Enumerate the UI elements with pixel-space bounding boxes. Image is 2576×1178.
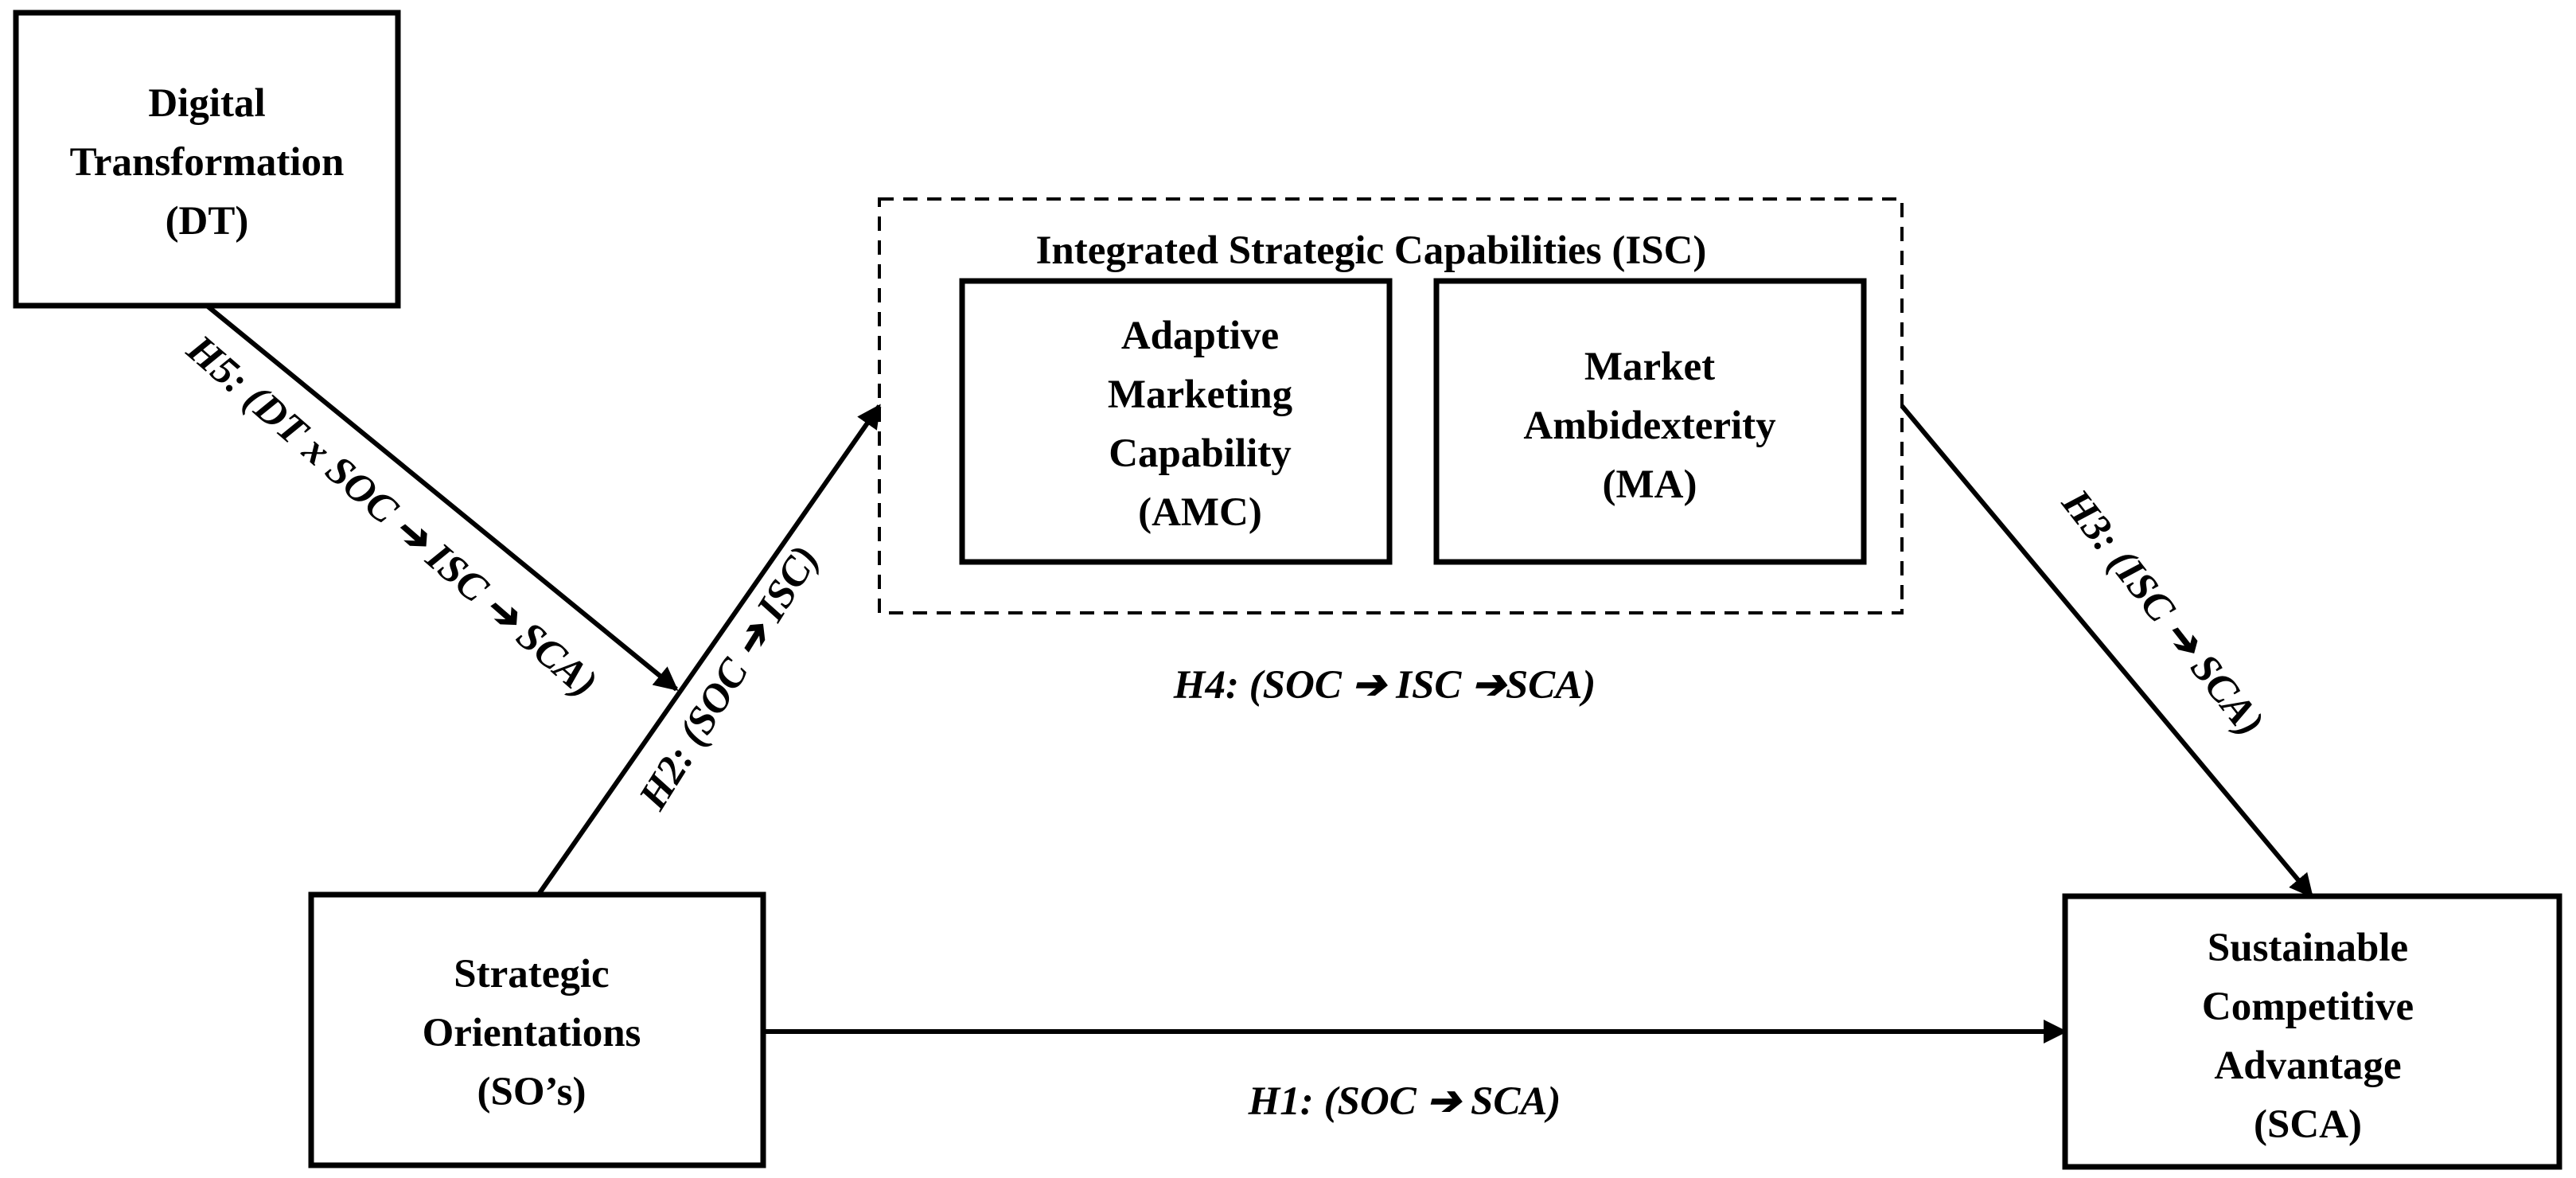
hypothesis-h5-label: H5: (DT x SOC ➔ ISC ➔ SCA) [178, 326, 606, 706]
isc-group-label: Integrated Strategic Capabilities (ISC) [1036, 228, 1707, 273]
node-strategic-orientations: Strategic Orientations (SO’s) [308, 891, 766, 1168]
amc-label-line-4: (AMC) [1138, 490, 1262, 535]
dt-label-line-1: Digital [148, 81, 265, 126]
sca-label-line-4: (SCA) [2254, 1102, 2362, 1147]
arrow-dt-moderation [205, 303, 679, 692]
hypothesis-h1-label: H1: (SOC ➔ SCA) [1248, 1079, 1561, 1124]
node-sustainable-competitive-advantage: Sustainable Competitive Advantage (SCA) [2062, 893, 2562, 1170]
dt-label-line-3: (DT) [166, 199, 249, 244]
amc-label-line-1: Adaptive [1121, 314, 1279, 358]
arrow-isc-to-sca [1900, 404, 2314, 899]
sca-label-line-3: Advantage [2214, 1043, 2401, 1088]
amc-box [959, 278, 1393, 565]
amc-label-line-2: Marketing [1108, 373, 1292, 417]
hypothesis-h4-label: H4: (SOC ➔ ISC ➔SCA) [1173, 663, 1596, 708]
ma-label-line-1: Market [1584, 345, 1715, 389]
sca-label-line-1: Sustainable [2208, 926, 2408, 970]
hypothesis-h3-label: H3: (ISC ➔ SCA) [2052, 481, 2272, 744]
so-label-line-1: Strategic [454, 952, 609, 997]
sca-label-line-2: Competitive [2202, 985, 2414, 1029]
so-label-line-2: Orientations [423, 1011, 641, 1055]
arrow-so-to-isc [537, 404, 882, 895]
node-digital-transformation: Digital Transformation (DT) [13, 10, 401, 309]
dt-label-line-2: Transformation [70, 140, 345, 185]
ma-label-line-3: (MA) [1603, 462, 1697, 507]
node-market-ambidexterity: Market Ambidexterity (MA) [1433, 278, 1867, 565]
ma-label-line-2: Ambidexterity [1523, 404, 1775, 448]
so-box [308, 891, 766, 1168]
sca-box [2062, 893, 2562, 1170]
amc-label-line-3: Capability [1109, 431, 1292, 476]
node-adaptive-marketing-capability: Adaptive Marketing Capability (AMC) [959, 278, 1393, 565]
ma-box [1433, 278, 1867, 565]
so-label-line-3: (SO’s) [477, 1070, 587, 1114]
